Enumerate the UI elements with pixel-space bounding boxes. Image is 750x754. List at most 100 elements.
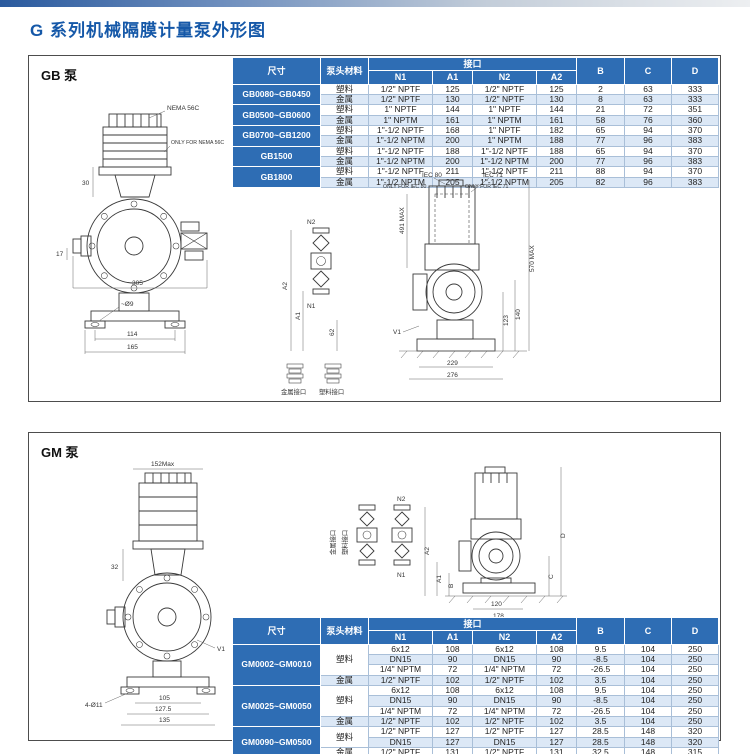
cell-c: 96 (624, 156, 672, 168)
cell-a1: 200 (431, 135, 473, 147)
cell-d: 250 (671, 716, 719, 728)
gm-motor (132, 472, 204, 576)
cell-d: 250 (671, 685, 719, 697)
cell-b: 58 (576, 114, 625, 127)
cell-a1: 161 (431, 114, 473, 127)
cell-a1: 108 (431, 685, 473, 697)
gm-pump-head (122, 572, 212, 662)
dim-178-label: 178 (493, 613, 504, 620)
cell-n2: 1/4" NPTM (471, 705, 537, 718)
material-cell: 金属 (319, 747, 369, 754)
cell-n1: 1/2" NPTF (367, 94, 433, 106)
cell-a2: 131 (535, 747, 578, 754)
cell-b: 32.5 (576, 747, 625, 754)
cell-a1: 168 (431, 125, 473, 137)
material-cell: 金属 (319, 94, 369, 106)
size-cell: GB1800 (231, 166, 321, 189)
cell-a2: 200 (535, 156, 578, 168)
cell-a2: 90 (535, 654, 578, 666)
gm-valve-stack-plastic (391, 504, 413, 566)
cell-n1: 1/2" NPTF (367, 747, 433, 754)
cell-n1: 1"-1/2 NPTF (367, 145, 433, 158)
gm-side-motor (470, 466, 522, 540)
gm-v1-label: V1 (217, 646, 225, 653)
size-cell: GB0080~GB0450 (231, 83, 321, 106)
col-header-d: D (671, 617, 719, 645)
cell-a2: 205 (535, 176, 578, 189)
cell-d: 370 (671, 145, 719, 158)
gb-side-pump (412, 243, 496, 352)
cell-c: 76 (624, 114, 672, 127)
cell-c: 96 (624, 135, 672, 147)
metal-port-label: 金属接口 (281, 387, 306, 396)
col-header-size: 尺寸 (231, 57, 321, 85)
cell-d: 383 (671, 135, 719, 147)
cell-a2: 72 (535, 664, 578, 676)
cell-n1: 1"-1/2 NPTF (367, 125, 433, 137)
size-cell: GM0002~GM0010 (231, 643, 321, 687)
table-subheader-row: N1 A1 N2 A2 (232, 70, 718, 85)
col-header-n2: N2 (471, 630, 537, 645)
cell-a2: 127 (535, 736, 578, 749)
cell-n2: 1/2" NPTF (471, 747, 537, 754)
cell-b: 77 (576, 135, 625, 147)
cell-a2: 144 (535, 104, 578, 116)
gm-holes-label: 4-Ø11 (85, 702, 103, 709)
cell-b: 65 (576, 145, 625, 158)
material-cell: 塑料 (319, 685, 369, 718)
dim-229-label: 229 (447, 360, 458, 367)
dim-165-label: 165 (127, 344, 138, 351)
dim-570-label: 570 MAX (529, 245, 536, 272)
cell-n2: 1/2" NPTF (471, 726, 537, 738)
cell-c: 104 (624, 654, 672, 666)
material-cell: 塑料 (319, 104, 369, 116)
cell-n1: DN15 (367, 654, 433, 666)
cell-n1: 1/2" NPTF (367, 726, 433, 738)
gm-side-pump (458, 531, 536, 594)
cell-n2: 1/4" NPTM (471, 664, 537, 676)
cell-n2: 1/2" NPTF (471, 716, 537, 728)
cell-c: 104 (624, 716, 672, 728)
cell-a1: 90 (431, 654, 473, 666)
cell-n1: DN15 (367, 695, 433, 707)
cell-b: -8.5 (576, 654, 625, 666)
gb-ground-hatch (399, 350, 527, 359)
cell-b: 82 (576, 176, 625, 189)
gb-pump-head (86, 198, 182, 294)
cell-d: 333 (671, 94, 719, 106)
cell-n2: 1"-1/2 NPTM (471, 156, 537, 168)
cell-a1: 131 (431, 747, 473, 754)
cell-a2: 127 (535, 726, 578, 738)
cell-a1: 130 (431, 94, 473, 106)
gb-side-valve-stack (310, 227, 332, 295)
cell-a1: 127 (431, 736, 473, 749)
cell-n1: 1"-1/2 NPTM (367, 135, 433, 147)
cell-n1: 1/2" NPTF (367, 674, 433, 687)
size-cell: GM0090~GM0500 (231, 726, 321, 754)
col-header-c: C (624, 57, 672, 85)
gm-d-dim-label: D (560, 533, 567, 538)
cell-b: 28.5 (576, 736, 625, 749)
cell-n1: 1" NPTF (367, 104, 433, 116)
only-iec71-label: ONLY FOR IEC 71 (465, 184, 508, 190)
dim-105-label: 105 (159, 695, 170, 702)
cell-b: 77 (576, 156, 625, 168)
dim-491-label: 491 MAX (399, 207, 406, 234)
cell-c: 148 (624, 747, 672, 754)
size-cell: GB0700~GB1200 (231, 125, 321, 147)
gb-discharge-valve (180, 221, 208, 261)
cell-c: 104 (624, 643, 672, 656)
iec71-label: IEC 71 (483, 172, 503, 179)
cell-n1: 6x12 (367, 685, 433, 697)
dim-152-label: 152Max (151, 461, 175, 468)
gm-pump-panel: GM 泵 152Max 32 (28, 432, 721, 754)
cell-d: 383 (671, 176, 719, 189)
cell-d: 370 (671, 125, 719, 137)
cell-d: 250 (671, 654, 719, 666)
cell-n1: DN15 (367, 736, 433, 749)
